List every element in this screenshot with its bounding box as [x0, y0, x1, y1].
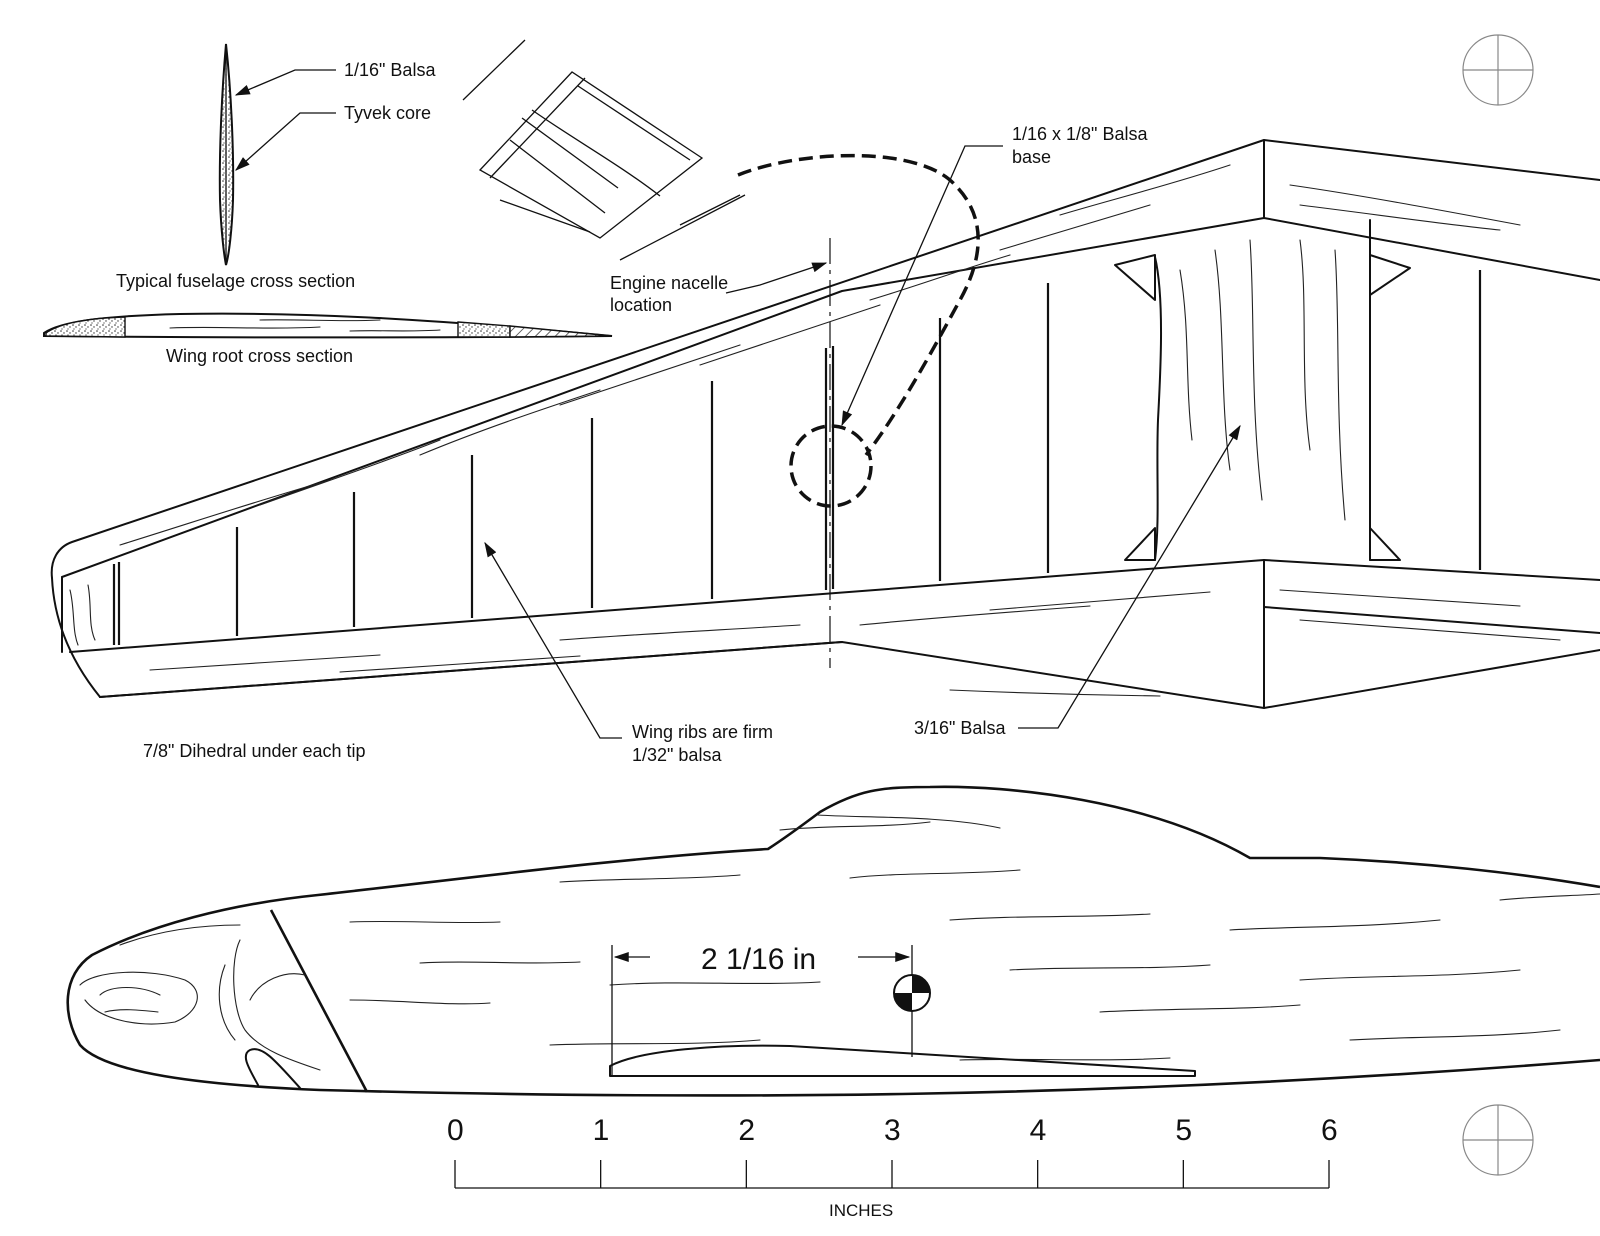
fuselage-section-label: Typical fuselage cross section — [116, 271, 355, 291]
wing-root-section-label: Wing root cross section — [166, 346, 353, 366]
tyvek-core-callout: Tyvek core — [235, 103, 431, 171]
balsa-skin-label: 1/16" Balsa — [344, 60, 436, 80]
engine-nacelle-label-line2: location — [610, 295, 672, 315]
registration-mark-icon — [1462, 34, 1534, 106]
tyvek-core-label: Tyvek core — [344, 103, 431, 123]
wing-ribs — [235, 270, 1482, 636]
scale-tick-label: 3 — [884, 1114, 901, 1147]
wing-ribs-label-line2: 1/32" balsa — [632, 745, 722, 765]
wing-wood-grain — [69, 164, 1561, 697]
fuselage-cross-section — [218, 43, 235, 266]
center-of-gravity-icon — [893, 974, 931, 1012]
cg-dimension: 2 1/16 in — [611, 943, 913, 1076]
scale-tick-label: 6 — [1321, 1114, 1338, 1147]
engine-nacelle-label-line1: Engine nacelle — [610, 273, 728, 293]
scale-tick-label: 0 — [447, 1114, 464, 1147]
engine-nacelle-callout: Engine nacelle location — [610, 262, 828, 315]
balsa-base-label-line2: base — [1012, 147, 1051, 167]
scale-tick-label: 5 — [1175, 1114, 1192, 1147]
scale-tick-label: 2 — [738, 1114, 755, 1147]
scale-tick-label: 1 — [593, 1114, 610, 1147]
scale-tick-label: 4 — [1030, 1114, 1047, 1147]
nacelle-detail-sketch — [462, 39, 746, 261]
fuselage-side-view — [66, 785, 1600, 1097]
balsa-base-label-line1: 1/16 x 1/8" Balsa — [1012, 124, 1148, 144]
scale-bar: 0 1 2 3 4 5 6 INCHES — [447, 1114, 1338, 1220]
wing-ribs-callout: Wing ribs are firm 1/32" balsa — [484, 541, 773, 765]
nacelle-dashed-outline — [737, 153, 980, 508]
balsa-base-callout: 1/16 x 1/8" Balsa base — [841, 124, 1148, 427]
dihedral-note: 7/8" Dihedral under each tip — [143, 741, 366, 761]
wing-planform — [50, 139, 1600, 709]
cg-dimension-label: 2 1/16 in — [701, 943, 816, 976]
wing-ribs-label-line1: Wing ribs are firm — [632, 722, 773, 742]
wing-root-cross-section — [43, 312, 613, 339]
center-balsa-label: 3/16" Balsa — [914, 718, 1006, 738]
registration-mark-icon — [1462, 1104, 1534, 1176]
balsa-skin-callout: 1/16" Balsa — [234, 60, 436, 96]
scale-unit-label: INCHES — [829, 1201, 893, 1220]
center-balsa-callout: 3/16" Balsa — [914, 424, 1241, 738]
